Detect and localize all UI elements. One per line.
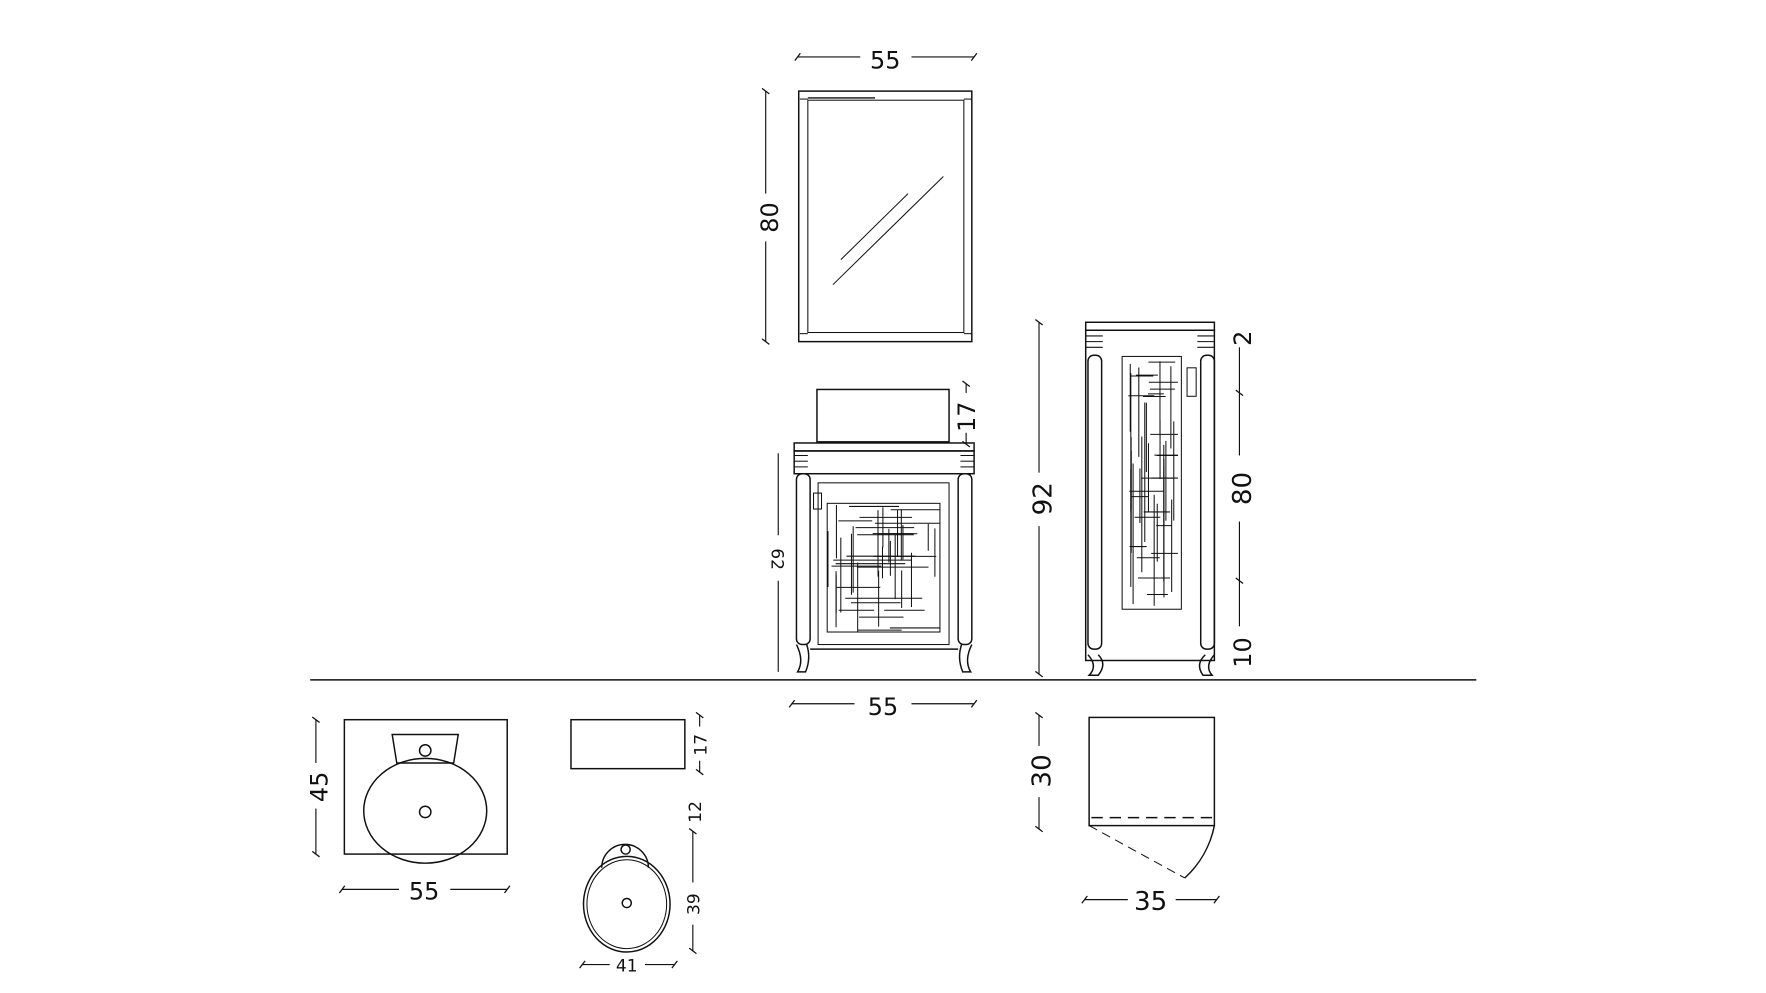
round-basin-diameter-v-label: 39 (685, 893, 705, 915)
round-basin-diameter-h-label: 41 (616, 956, 638, 976)
mirror-width-dimension: 55 (794, 46, 978, 74)
vanity-height-label: 62 (766, 548, 786, 570)
column-width-label: 35 (1134, 887, 1167, 917)
basin-top-view (343, 718, 508, 864)
basin-depth-dimension: 45 (305, 716, 333, 858)
vanity-width-label: 55 (868, 693, 898, 721)
column-depth-label: 30 (1027, 754, 1057, 787)
vanity-basin-height-label: 17 (953, 402, 981, 432)
column-top-label: 2 (1229, 331, 1257, 346)
basin-side-view: 17 (570, 711, 711, 776)
column-base-label: 10 (1229, 637, 1257, 667)
mirror-front-view (797, 90, 973, 343)
basin-side-height-label: 17 (691, 734, 711, 756)
column-front-view (1084, 321, 1216, 677)
basin-width-dimension: 55 (338, 878, 511, 906)
column-height-label: 92 (1029, 482, 1059, 515)
vanity-basin-height-dimension: 17 (953, 380, 981, 448)
mirror-height-label: 80 (756, 202, 784, 232)
vanity-height-dimension: 62 (766, 453, 786, 672)
column-top-view: 30 35 (1027, 711, 1220, 917)
vanity-width-dimension: 55 (788, 693, 978, 721)
column-height-dimension: 92 (1029, 319, 1059, 678)
basin-width-label: 55 (409, 878, 439, 906)
vanity-front-view (793, 388, 975, 673)
round-basin-top-view: 12 39 41 (579, 801, 706, 976)
round-basin-tab-label: 12 (686, 801, 706, 823)
mirror-width-label: 55 (870, 46, 900, 74)
basin-depth-label: 45 (305, 772, 333, 802)
column-door-label: 80 (1228, 472, 1258, 505)
column-right-dimensions: 2 80 10 (1228, 331, 1258, 668)
mirror-height-dimension: 80 (756, 87, 784, 345)
